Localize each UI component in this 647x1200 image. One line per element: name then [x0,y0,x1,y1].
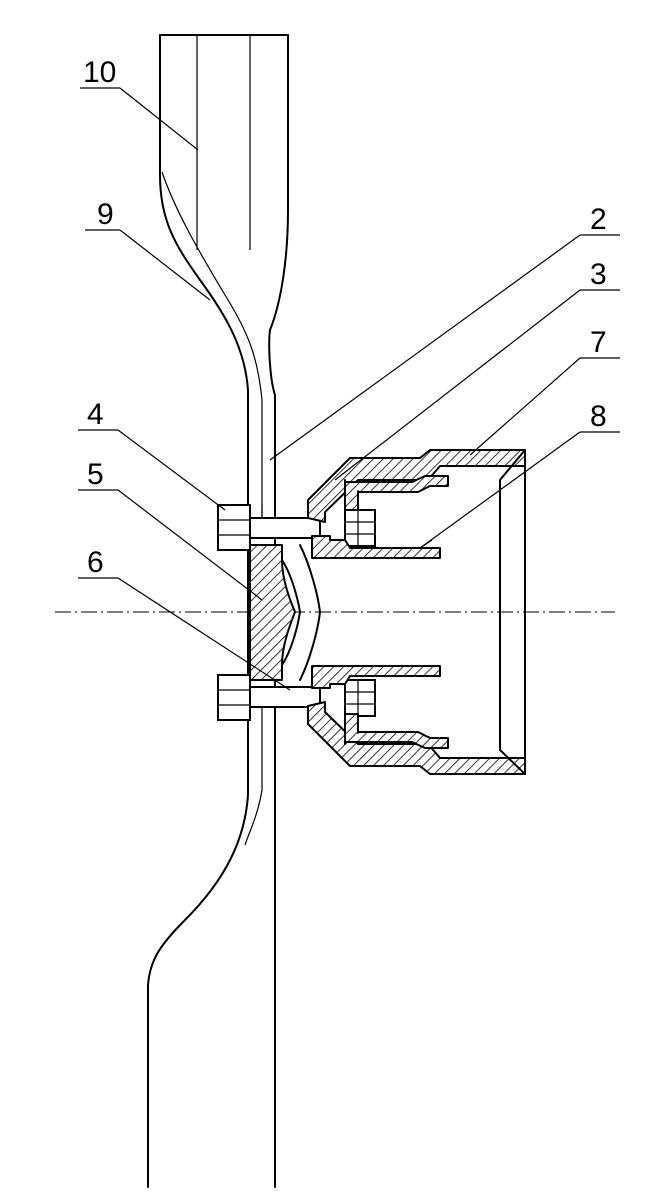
label-5: 5 [87,458,104,491]
label-3: 3 [590,258,607,291]
label-9: 9 [97,198,114,231]
shaft-tube [147,34,289,1188]
housing-upper [307,449,526,559]
label-4: 4 [87,398,104,431]
leader-lines [78,87,620,691]
label-2: 2 [590,203,607,236]
flange-plate [249,544,321,681]
label-10: 10 [83,56,116,89]
lower-bolt [217,674,376,721]
label-7: 7 [590,326,607,359]
label-8: 8 [590,400,607,433]
housing-lower [307,665,526,775]
part-labels: 10 9 2 3 7 4 8 5 6 [83,56,607,579]
label-6: 6 [87,546,104,579]
outer-cup [357,449,526,775]
upper-bolt [217,504,376,551]
